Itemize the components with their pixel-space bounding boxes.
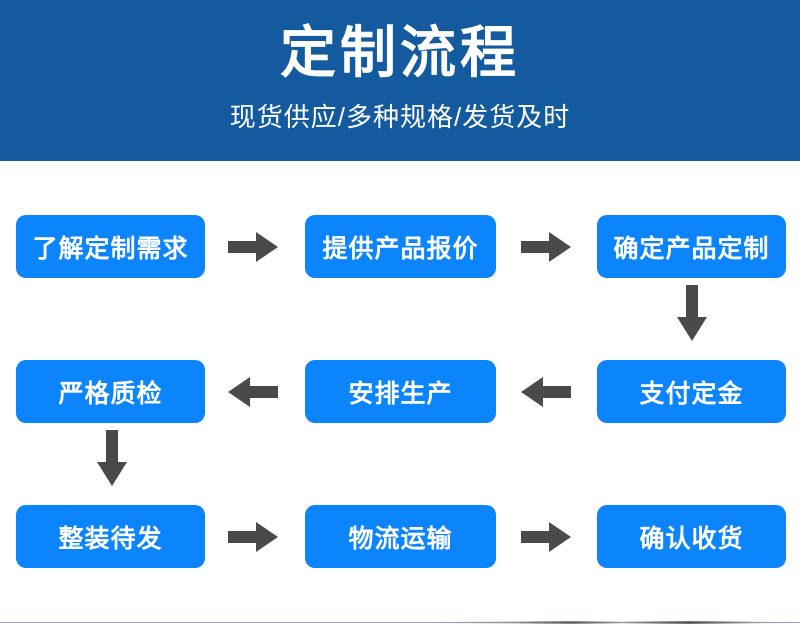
flow-node-label: 整装待发 xyxy=(58,524,163,553)
flow-node-label: 支付定金 xyxy=(639,379,744,408)
flow-node-label: 安排生产 xyxy=(348,379,453,408)
arrow-down-icon xyxy=(96,430,128,486)
flow-node-provide-quote[interactable]: 提供产品报价 xyxy=(305,215,496,278)
flow-node-strict-inspection[interactable]: 严格质检 xyxy=(16,360,205,423)
flow-node-confirm-customization[interactable]: 确定产品定制 xyxy=(597,215,786,278)
page-subtitle: 现货供应/多种规格/发货及时 xyxy=(229,102,571,132)
flow-node-ready-to-ship[interactable]: 整装待发 xyxy=(16,505,205,568)
flow-node-label: 了解定制需求 xyxy=(32,234,189,263)
flow-node-arrange-production[interactable]: 安排生产 xyxy=(305,360,496,423)
arrow-right-icon xyxy=(228,521,278,553)
flow-node-confirm-receipt[interactable]: 确认收货 xyxy=(597,505,786,568)
bottom-edge-artifact xyxy=(430,621,800,624)
flow-node-label: 确认收货 xyxy=(639,524,744,553)
arrow-left-icon xyxy=(228,376,278,408)
header-banner: 定制流程 现货供应/多种规格/发货及时 xyxy=(0,0,800,161)
process-flow-diagram: 了解定制需求 提供产品报价 确定产品定制 严格质检 安排生产 支付定金 xyxy=(0,161,800,626)
flow-node-pay-deposit[interactable]: 支付定金 xyxy=(597,360,786,423)
flow-node-label: 严格质检 xyxy=(58,379,163,408)
flow-node-understand-requirements[interactable]: 了解定制需求 xyxy=(16,215,205,278)
arrow-right-icon xyxy=(228,231,278,263)
arrow-right-icon xyxy=(521,231,571,263)
bottom-divider xyxy=(0,622,800,623)
flow-node-logistics-transport[interactable]: 物流运输 xyxy=(305,505,496,568)
flow-node-label: 提供产品报价 xyxy=(322,234,479,263)
flow-node-label: 物流运输 xyxy=(348,524,453,553)
arrow-left-icon xyxy=(521,376,571,408)
flow-node-label: 确定产品定制 xyxy=(613,234,770,263)
arrow-right-icon xyxy=(521,521,571,553)
arrow-down-icon xyxy=(676,285,708,341)
page-title: 定制流程 xyxy=(280,21,520,84)
